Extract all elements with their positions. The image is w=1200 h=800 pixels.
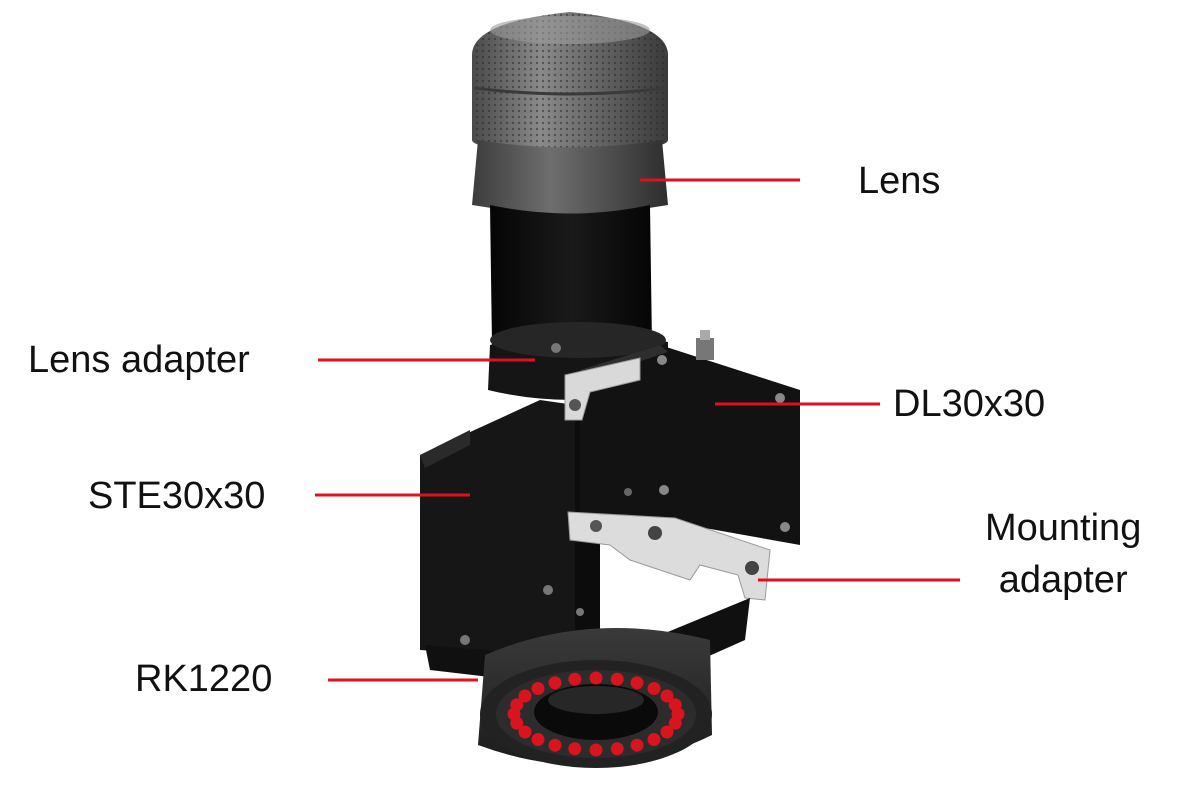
led-dot	[589, 743, 603, 757]
lens-part	[472, 12, 668, 353]
led-dot	[518, 725, 532, 739]
led-dot	[610, 742, 624, 756]
label-rk1220: RK1220	[135, 658, 273, 700]
led-dot	[647, 733, 661, 746]
mounting-adapter-part	[567, 511, 771, 601]
led-dot	[630, 738, 644, 752]
label-lens-adapter: Lens adapter	[28, 339, 250, 381]
led-dot	[568, 672, 582, 686]
led-dot	[668, 698, 682, 712]
label-mounting-adapter: Mounting adapter	[985, 502, 1141, 606]
led-dot	[610, 672, 624, 686]
led-dot	[568, 742, 582, 756]
led-dot	[510, 698, 524, 712]
label-dl30x30: DL30x30	[893, 383, 1046, 425]
label-mounting-adapter-line1: Mounting	[985, 507, 1142, 549]
led-dot	[531, 733, 545, 746]
led-dot	[660, 725, 674, 739]
led-dot	[668, 716, 682, 730]
led-dot	[589, 671, 603, 685]
led-dot	[647, 682, 661, 695]
leader-lines	[315, 178, 960, 682]
label-lens: Lens	[858, 160, 941, 202]
bracket-part	[564, 357, 641, 421]
rk1220-part	[478, 628, 712, 768]
led-dot	[518, 689, 532, 703]
led-dot	[630, 676, 644, 690]
led-dot	[660, 689, 674, 703]
led-dot	[548, 676, 562, 690]
led-dot	[531, 682, 545, 695]
label-mounting-adapter-line2: adapter	[998, 559, 1128, 601]
dl30x30-part	[580, 330, 800, 545]
label-ste30x30: STE30x30	[88, 475, 266, 517]
led-dot	[548, 738, 562, 752]
